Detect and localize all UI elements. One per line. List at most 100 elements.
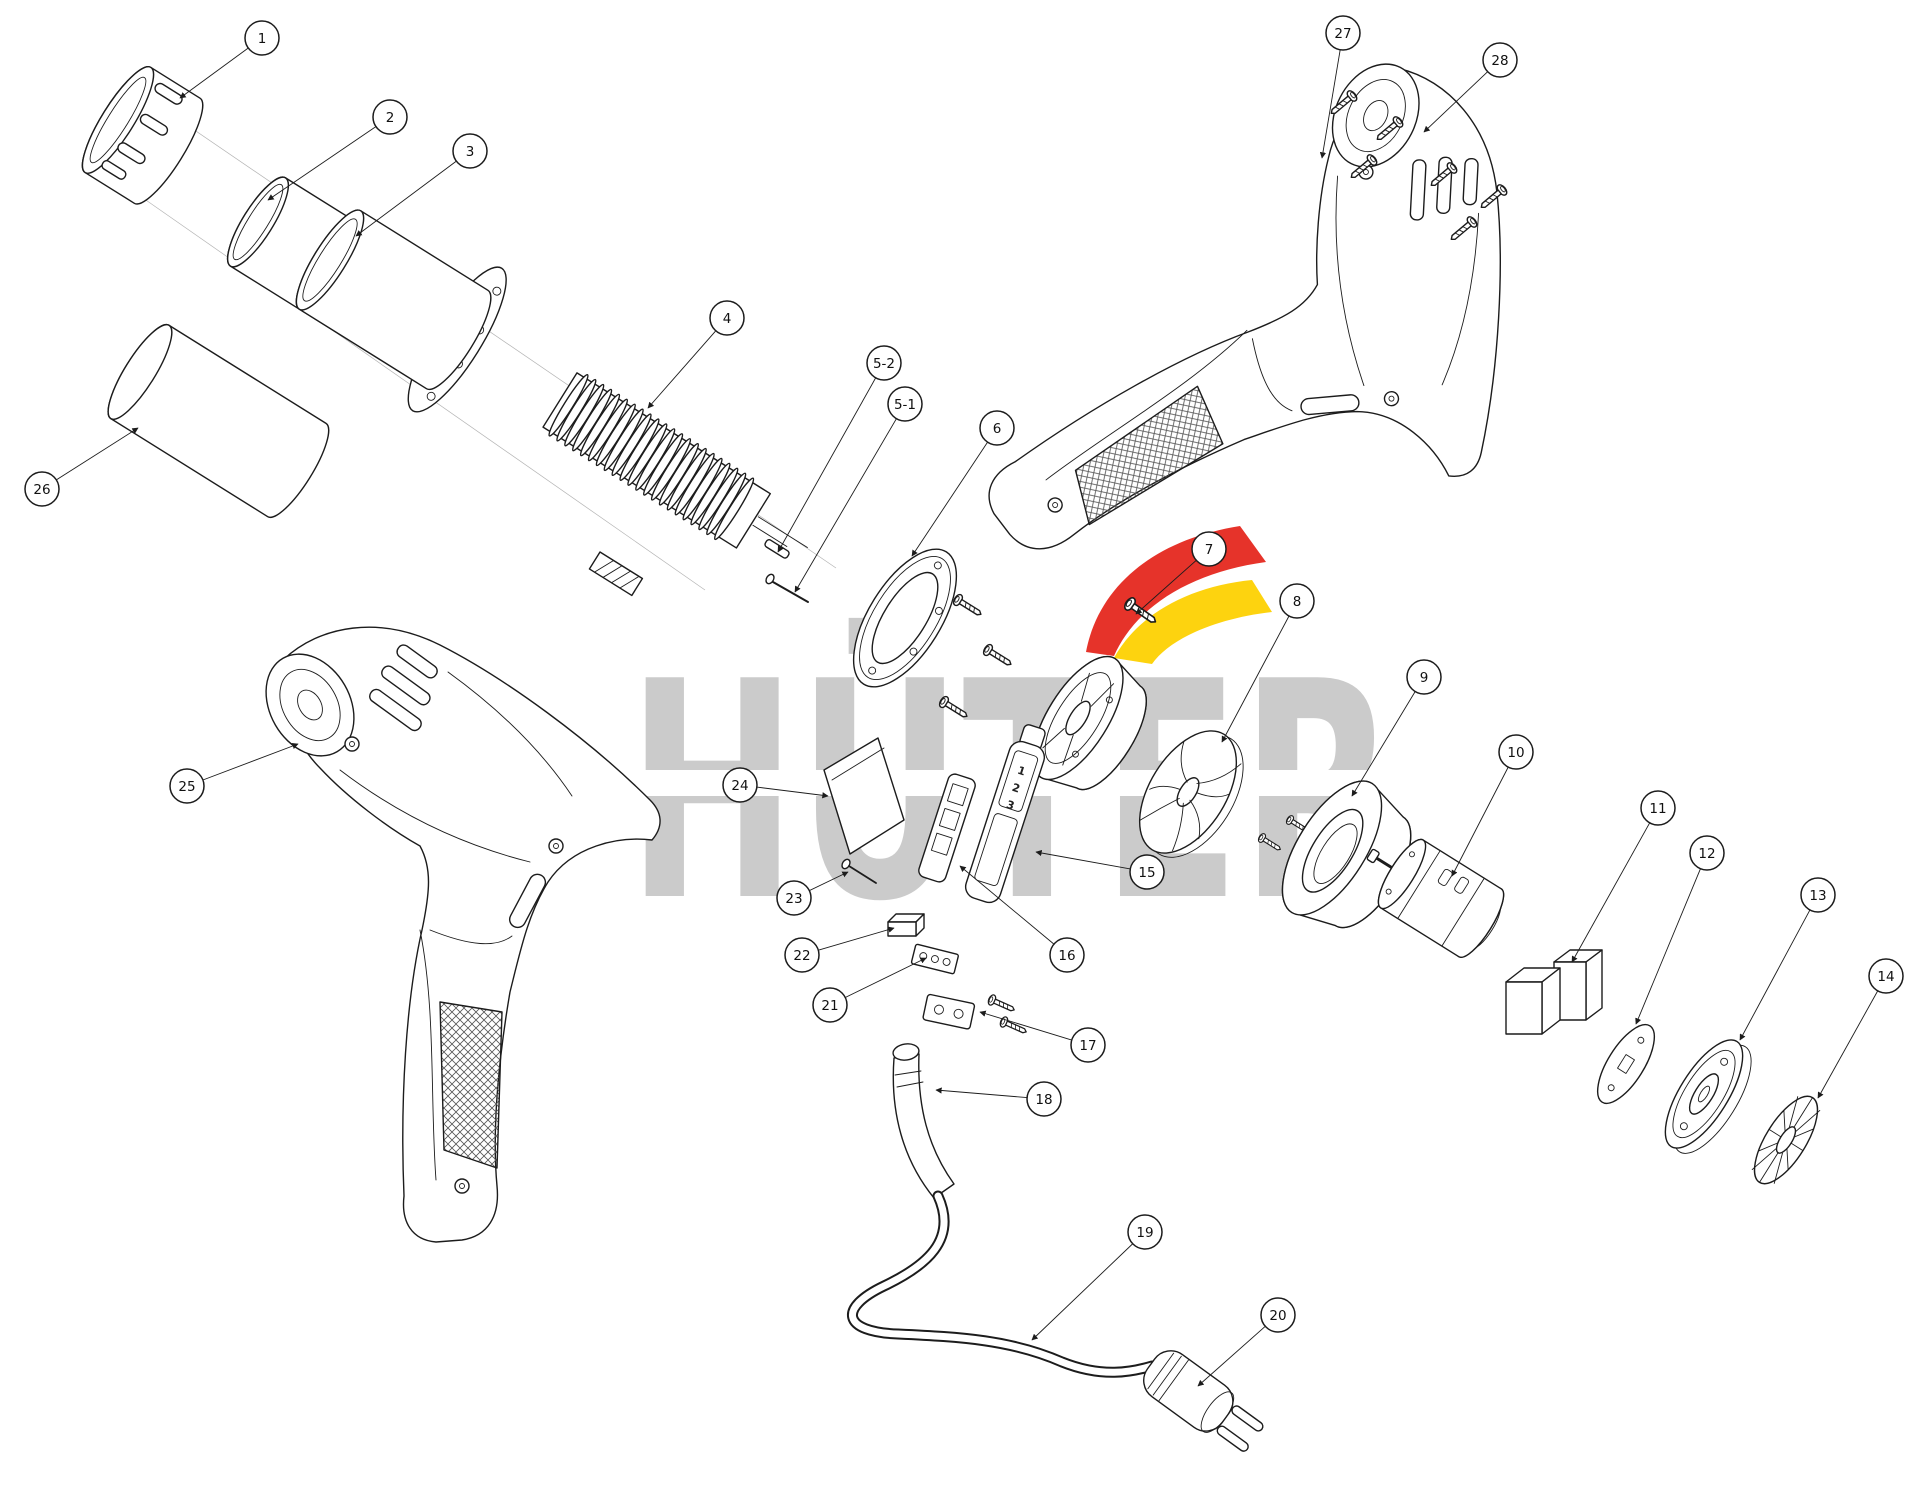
part-1-nozzle-cap xyxy=(81,66,204,205)
callout-21: 21 xyxy=(812,957,927,1023)
heater-coil xyxy=(548,373,755,541)
callout-circle-25 xyxy=(169,768,205,804)
part-25-housing-left xyxy=(247,626,661,1243)
callout-circle-11 xyxy=(1640,790,1676,826)
part-16-switch-slider xyxy=(918,773,976,883)
part-10-motor xyxy=(1366,838,1505,958)
callout-circle-5-2 xyxy=(866,345,902,381)
callout-leader-18 xyxy=(935,1087,1028,1099)
callout-11: 11 xyxy=(1571,790,1676,963)
callout-10: 10 xyxy=(1451,734,1534,877)
callout-circle-14 xyxy=(1868,958,1904,994)
callout-1: 1 xyxy=(179,20,280,99)
callout-circle-20 xyxy=(1260,1297,1296,1333)
callout-number-27: 27 xyxy=(1334,26,1351,42)
switch-mark-2: 2 xyxy=(1010,781,1021,796)
part-7-fan-housing xyxy=(1032,655,1147,791)
callout-circle-27 xyxy=(1325,15,1361,51)
part-17-terminal-block xyxy=(922,993,976,1030)
callout-leader-22 xyxy=(818,926,895,951)
part-12-brush-plate xyxy=(1596,1023,1656,1105)
callout-number-1: 1 xyxy=(258,31,267,47)
callout-4: 4 xyxy=(647,300,745,409)
callout-leader-20 xyxy=(1197,1325,1266,1387)
callout-circle-2 xyxy=(372,99,408,135)
callout-leader-28 xyxy=(1423,71,1488,133)
callout-number-10: 10 xyxy=(1507,745,1524,761)
callout-circle-4 xyxy=(709,300,745,336)
parts-layer: 1 2 3 xyxy=(81,20,1821,1452)
part-14-end-cap xyxy=(1751,1095,1821,1185)
callout-7: 7 xyxy=(1135,531,1227,615)
callout-number-3: 3 xyxy=(466,144,475,160)
callout-number-15: 15 xyxy=(1138,865,1155,881)
callout-number-11: 11 xyxy=(1649,801,1666,817)
brand-logo-yellow xyxy=(1114,580,1272,664)
callout-leader-21 xyxy=(845,957,927,998)
callout-leader-4 xyxy=(647,330,717,409)
callout-number-20: 20 xyxy=(1269,1308,1286,1324)
part-15-switch: 1 2 3 xyxy=(964,724,1046,904)
part-22-connector-block xyxy=(887,913,925,937)
callout-leader-12 xyxy=(1635,868,1701,1025)
part-11-brush-blocks xyxy=(1505,949,1603,1035)
part-18-cord-grommet xyxy=(892,1043,955,1199)
callout-circle-26 xyxy=(24,471,60,507)
callout-circle-5-1 xyxy=(887,386,923,422)
callout-24: 24 xyxy=(722,767,829,803)
callout-circle-3 xyxy=(452,133,488,169)
callout-leader-3 xyxy=(355,160,457,237)
callout-leader-15 xyxy=(1035,849,1131,870)
callout-20: 20 xyxy=(1197,1297,1296,1387)
callout-9: 9 xyxy=(1351,659,1442,797)
callout-number-13: 13 xyxy=(1809,888,1826,904)
callout-26: 26 xyxy=(24,427,139,507)
callout-6: 6 xyxy=(911,410,1015,557)
callout-circle-24 xyxy=(722,767,758,803)
callout-number-6: 6 xyxy=(993,421,1002,437)
callout-number-24: 24 xyxy=(731,778,748,794)
callout-circle-21 xyxy=(812,987,848,1023)
callout-leader-10 xyxy=(1451,766,1509,877)
callout-number-12: 12 xyxy=(1698,846,1715,862)
callout-leader-5-2 xyxy=(777,377,877,553)
part-6-gasket-ring xyxy=(852,548,958,688)
callout-number-22: 22 xyxy=(793,948,810,964)
callout-19: 19 xyxy=(1031,1214,1163,1341)
callout-18: 18 xyxy=(935,1081,1062,1117)
callout-16: 16 xyxy=(959,865,1085,973)
callout-circle-7 xyxy=(1191,531,1227,567)
callout-2: 2 xyxy=(267,99,408,201)
callout-number-28: 28 xyxy=(1491,53,1508,69)
callout-number-25: 25 xyxy=(178,779,195,795)
callout-27: 27 xyxy=(1319,15,1361,159)
callout-leader-16 xyxy=(959,865,1055,945)
callout-28: 28 xyxy=(1423,42,1518,133)
callout-leader-27 xyxy=(1319,49,1341,159)
callout-leader-2 xyxy=(267,126,377,201)
callout-leader-8 xyxy=(1221,615,1290,743)
callout-number-7: 7 xyxy=(1205,542,1214,558)
callout-14: 14 xyxy=(1817,958,1904,1099)
part-5-small-parts xyxy=(588,539,809,603)
callout-leader-9 xyxy=(1351,691,1416,797)
callout-5-1: 5-1 xyxy=(794,386,923,593)
callout-number-4: 4 xyxy=(723,311,732,327)
callout-23: 23 xyxy=(776,871,849,916)
callout-leader-14 xyxy=(1817,990,1879,1099)
callout-circle-28 xyxy=(1482,42,1518,78)
callout-leader-26 xyxy=(56,427,139,481)
callout-number-5-2: 5-2 xyxy=(873,356,895,372)
part-8-impeller xyxy=(1138,730,1244,858)
callout-number-23: 23 xyxy=(785,891,802,907)
callout-leader-11 xyxy=(1571,822,1651,963)
part-4-heating-element xyxy=(542,372,808,549)
callout-circle-18 xyxy=(1026,1081,1062,1117)
callout-number-18: 18 xyxy=(1035,1092,1052,1108)
callout-leader-13 xyxy=(1739,909,1811,1041)
callout-number-2: 2 xyxy=(386,110,395,126)
switch-mark-1: 1 xyxy=(1016,764,1027,779)
callout-circle-10 xyxy=(1498,734,1534,770)
